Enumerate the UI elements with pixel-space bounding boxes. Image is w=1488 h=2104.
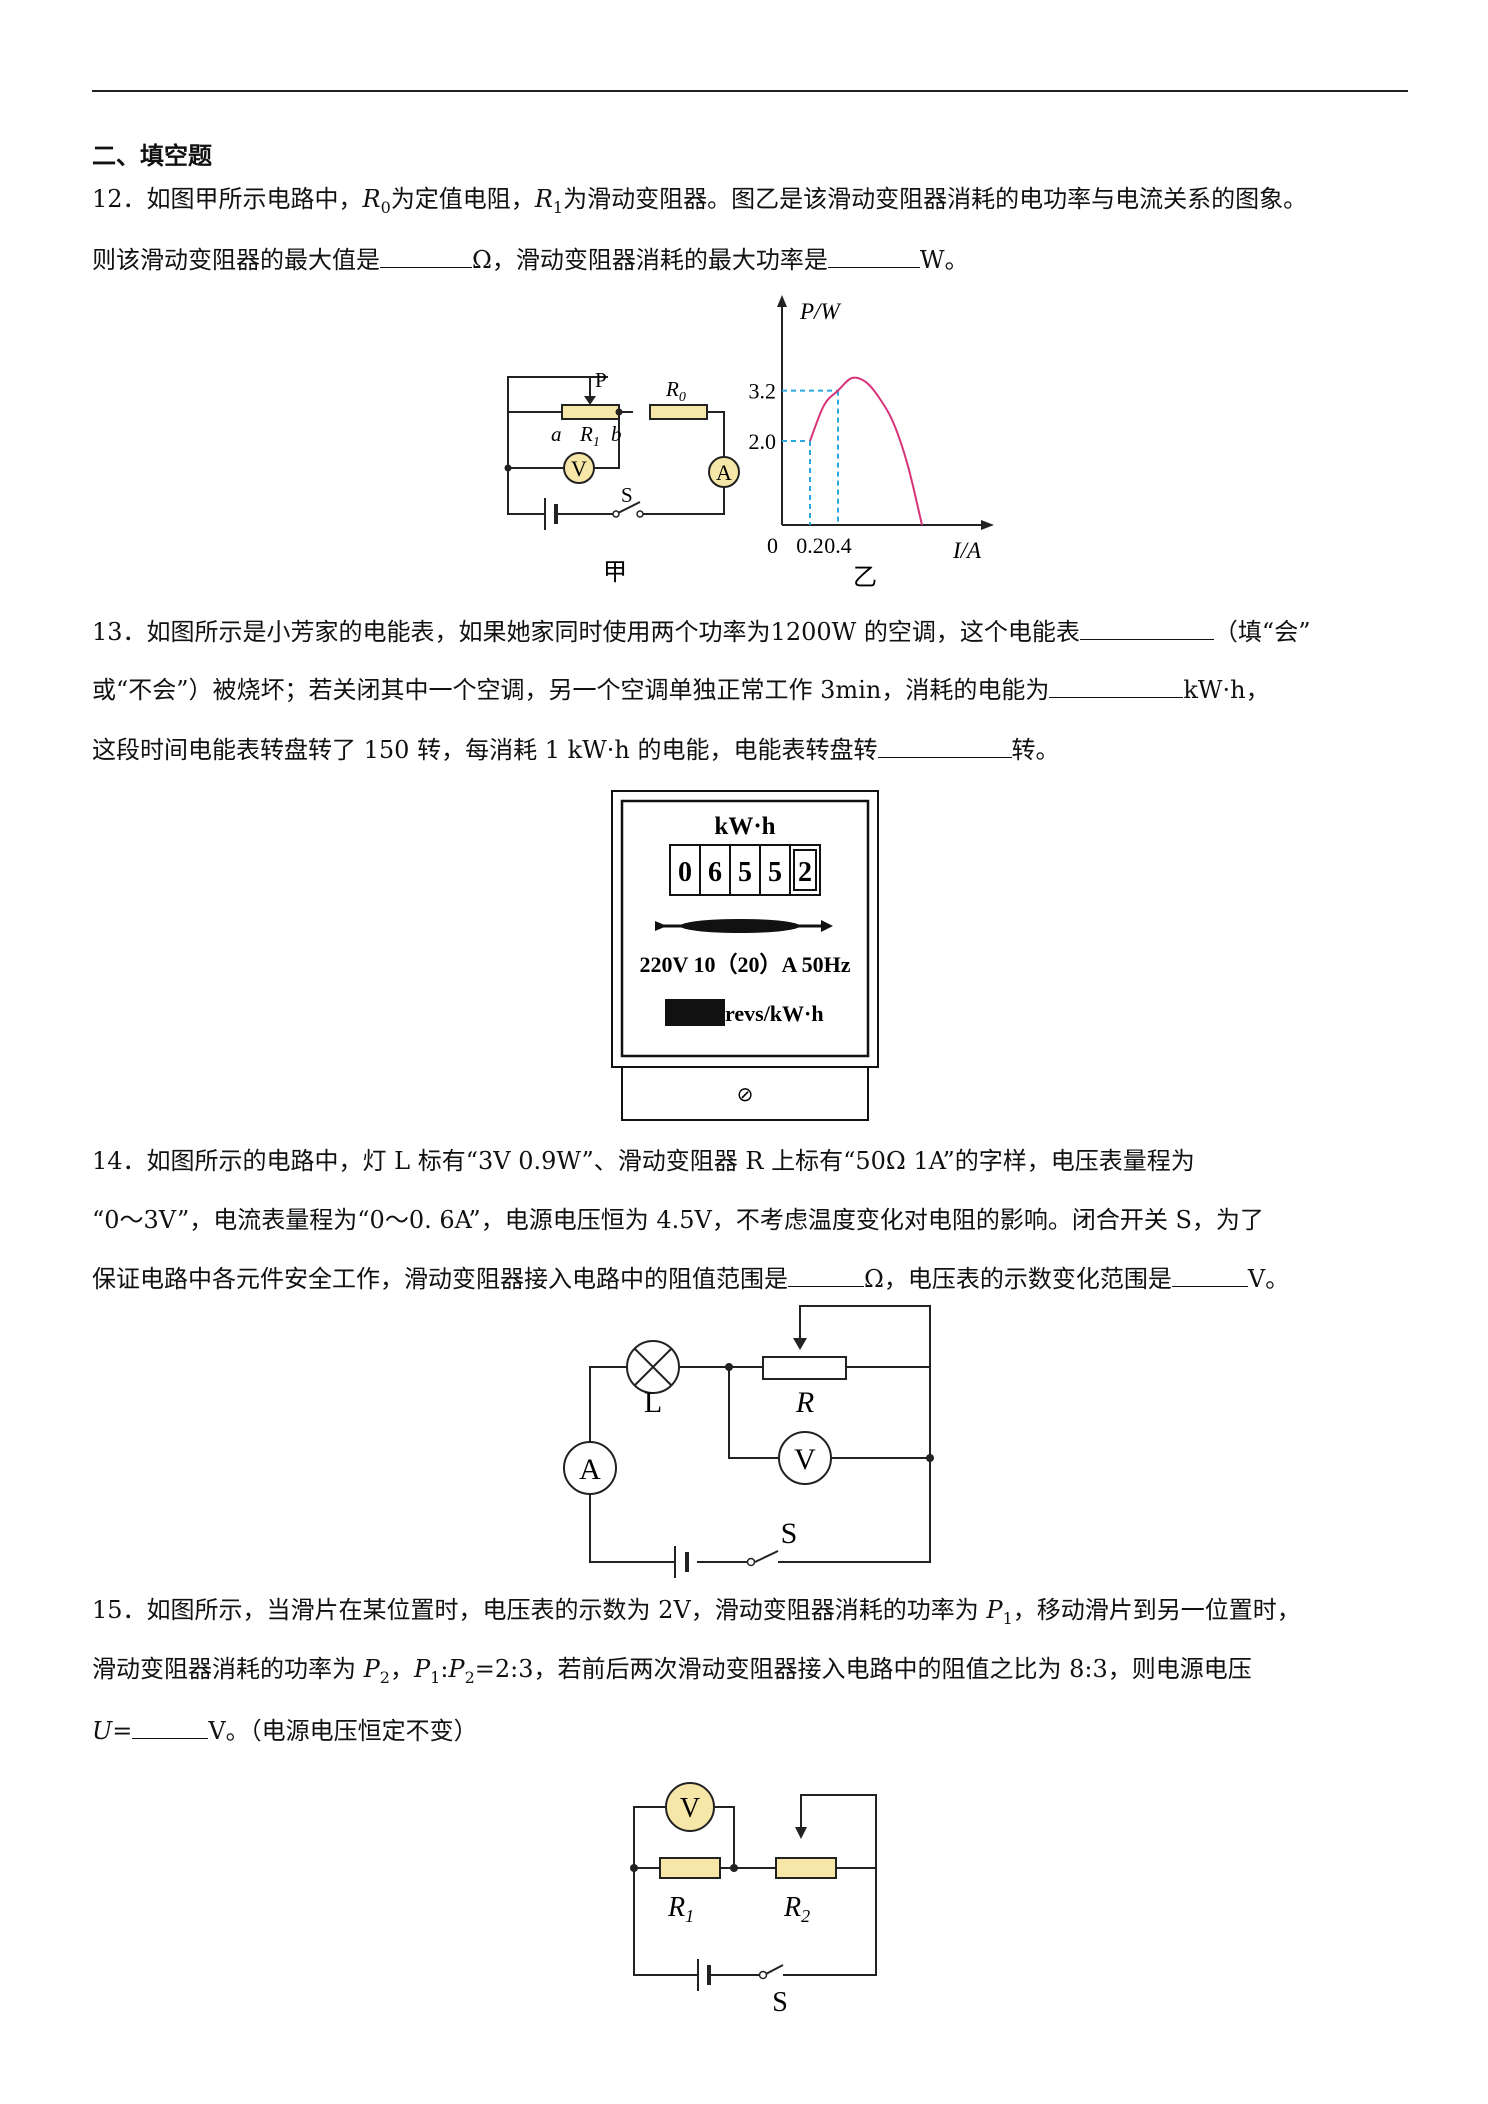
- q12-voltmeter: [563, 452, 595, 484]
- q15-line-1: 15．如图所示，当滑片在某位置时，电压表的示数为 2V，滑动变阻器消耗的功率为 …: [92, 1596, 1301, 1628]
- svg-text:R1: R1: [579, 422, 600, 450]
- q14-blank-1[interactable]: [788, 1262, 864, 1287]
- chart-series-curve: [809, 376, 923, 526]
- meter-digit: 5: [738, 857, 752, 888]
- meter-base: [621, 1066, 869, 1121]
- q12-circuit-diagram: V A P R0 a R1 b S 甲: [504, 368, 740, 586]
- svg-text:L: L: [644, 1386, 662, 1419]
- q14-rheostat: [762, 1356, 847, 1380]
- meter-rotor-disc-icon: [655, 919, 833, 933]
- q12-resistor-r0: [649, 404, 708, 420]
- chart-y-tick-label: 3.2: [749, 379, 777, 404]
- q14-circuit-diagram: L R V A S: [563, 1305, 934, 1578]
- section-title: 二、填空题: [92, 142, 212, 170]
- q13-line-3: 这段时间电能表转盘转了 150 转，每消耗 1 kW·h 的电能，电能表转盘转转…: [92, 733, 1060, 765]
- svg-text:V: V: [794, 1443, 816, 1476]
- chart-y-tick-label: 2.0: [749, 429, 777, 454]
- q12-blank-2[interactable]: [827, 243, 920, 268]
- q12-line-1: 12．如图甲所示电路中，R0为定值电阻，R1为滑动变阻器。图乙是该滑动变阻器消耗…: [92, 185, 1308, 217]
- chart-origin-label: 0: [767, 533, 778, 558]
- chart-x-label: I/A: [952, 538, 982, 563]
- q12-blank-1[interactable]: [380, 243, 472, 268]
- meter-digit: 5: [768, 857, 782, 888]
- meter-redacted-constant: [665, 999, 725, 1026]
- q15-line-3: U=V。（电源电压恒定不变）: [92, 1714, 478, 1746]
- q12-graph-caption: 乙: [853, 563, 877, 591]
- q15-resistor-r1: [659, 1857, 721, 1879]
- q15-voltmeter: [665, 1782, 715, 1832]
- q15-line-2: 滑动变阻器消耗的功率为 P2，P1:P2=2:3，若前后两次滑动变阻器接入电路中…: [92, 1655, 1252, 1687]
- meter-unit-label: kW·h: [714, 813, 775, 840]
- q12-ammeter: [708, 456, 740, 488]
- q15-slider-arrow: [795, 1827, 807, 1839]
- q14-ammeter: [563, 1441, 617, 1495]
- svg-text:P: P: [595, 368, 607, 392]
- meter-digit: 6: [708, 857, 722, 888]
- q13-blank-2[interactable]: [1049, 673, 1184, 698]
- meter-digit: 0: [678, 857, 692, 888]
- meter-decimal-box: [793, 849, 817, 891]
- q13-line-1: 13．如图所示是小芳家的电能表，如果她家同时使用两个功率为1200W 的空调，这…: [92, 615, 1310, 647]
- meter-revs-label: revs/kW·h: [725, 1001, 824, 1026]
- q14-line-2: “0～3V”，电流表量程为“0～0. 6A”，电源电压恒为 4.5V，不考虑温度…: [92, 1206, 1264, 1234]
- q15-blank-1[interactable]: [132, 1714, 209, 1739]
- q12-rheostat-r1: [561, 404, 620, 420]
- meter-spec: 220V 10（20）A 50Hz: [639, 952, 850, 977]
- q14-slider-arrow: [793, 1338, 807, 1350]
- chart-x-tick-label: 0.2: [796, 533, 824, 558]
- q12-number: 12．: [92, 185, 147, 213]
- q14-line-1: 14．如图所示的电路中，灯 L 标有“3V 0.9W”、滑动变阻器 R 上标有“…: [92, 1147, 1195, 1175]
- header-rule: [92, 90, 1408, 92]
- svg-text:R: R: [795, 1386, 814, 1419]
- svg-text:S: S: [772, 1987, 788, 2018]
- chart-y-label: P/W: [799, 299, 841, 324]
- q14-blank-2[interactable]: [1171, 1262, 1248, 1287]
- meter-digit: 2: [798, 857, 812, 888]
- q15-rheostat-r2: [775, 1857, 837, 1879]
- svg-text:R2: R2: [783, 1892, 810, 1926]
- q12-slider-arrow: [584, 396, 596, 405]
- q13-blank-1[interactable]: [1079, 615, 1214, 640]
- q14-voltmeter: [778, 1431, 832, 1485]
- svg-text:b: b: [611, 422, 622, 446]
- q13-line-2: 或“不会”）被烧坏；若关闭其中一个空调，另一个空调单独正常工作 3min，消耗的…: [92, 673, 1270, 705]
- svg-text:A: A: [579, 1453, 601, 1486]
- q12-circuit-caption: 甲: [603, 558, 627, 586]
- svg-text:R1: R1: [667, 1892, 694, 1926]
- chart-y-arrow: [777, 295, 787, 307]
- chart-x-tick-label: 0.4: [824, 533, 852, 558]
- svg-text:A: A: [716, 460, 732, 485]
- meter-knob-icon: ⊘: [737, 1082, 754, 1106]
- q13-blank-3[interactable]: [877, 733, 1012, 758]
- svg-text:V: V: [680, 1793, 700, 1824]
- svg-text:S: S: [621, 483, 633, 507]
- chart-x-arrow: [981, 520, 994, 530]
- svg-text:V: V: [571, 456, 587, 481]
- svg-text:R0: R0: [665, 377, 686, 405]
- q15-circuit-diagram: V R1 R2 S: [630, 1782, 877, 2018]
- svg-text:a: a: [551, 422, 562, 446]
- svg-text:S: S: [781, 1517, 798, 1550]
